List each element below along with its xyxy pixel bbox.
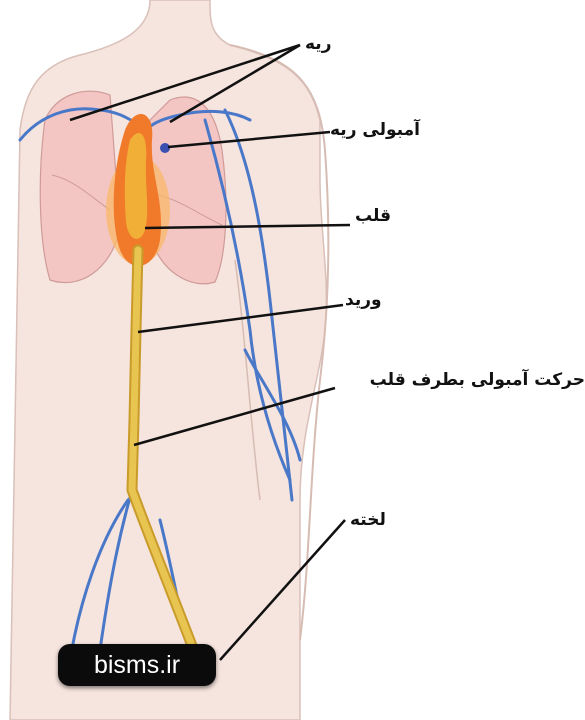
watermark: bisms.ir xyxy=(58,644,216,686)
label-heart: قلب xyxy=(355,208,391,225)
left-lung xyxy=(40,91,120,282)
label-clot: لخته xyxy=(350,512,386,529)
label-pulmonary-embolism: آمبولی ریه xyxy=(330,122,420,139)
label-lung: ریه xyxy=(305,36,331,53)
heart-highlight xyxy=(125,133,147,239)
label-embolus-moving-to-heart: حرکت آمبولی بطرف قلب xyxy=(370,372,585,389)
label-vein: ورید xyxy=(345,292,382,309)
